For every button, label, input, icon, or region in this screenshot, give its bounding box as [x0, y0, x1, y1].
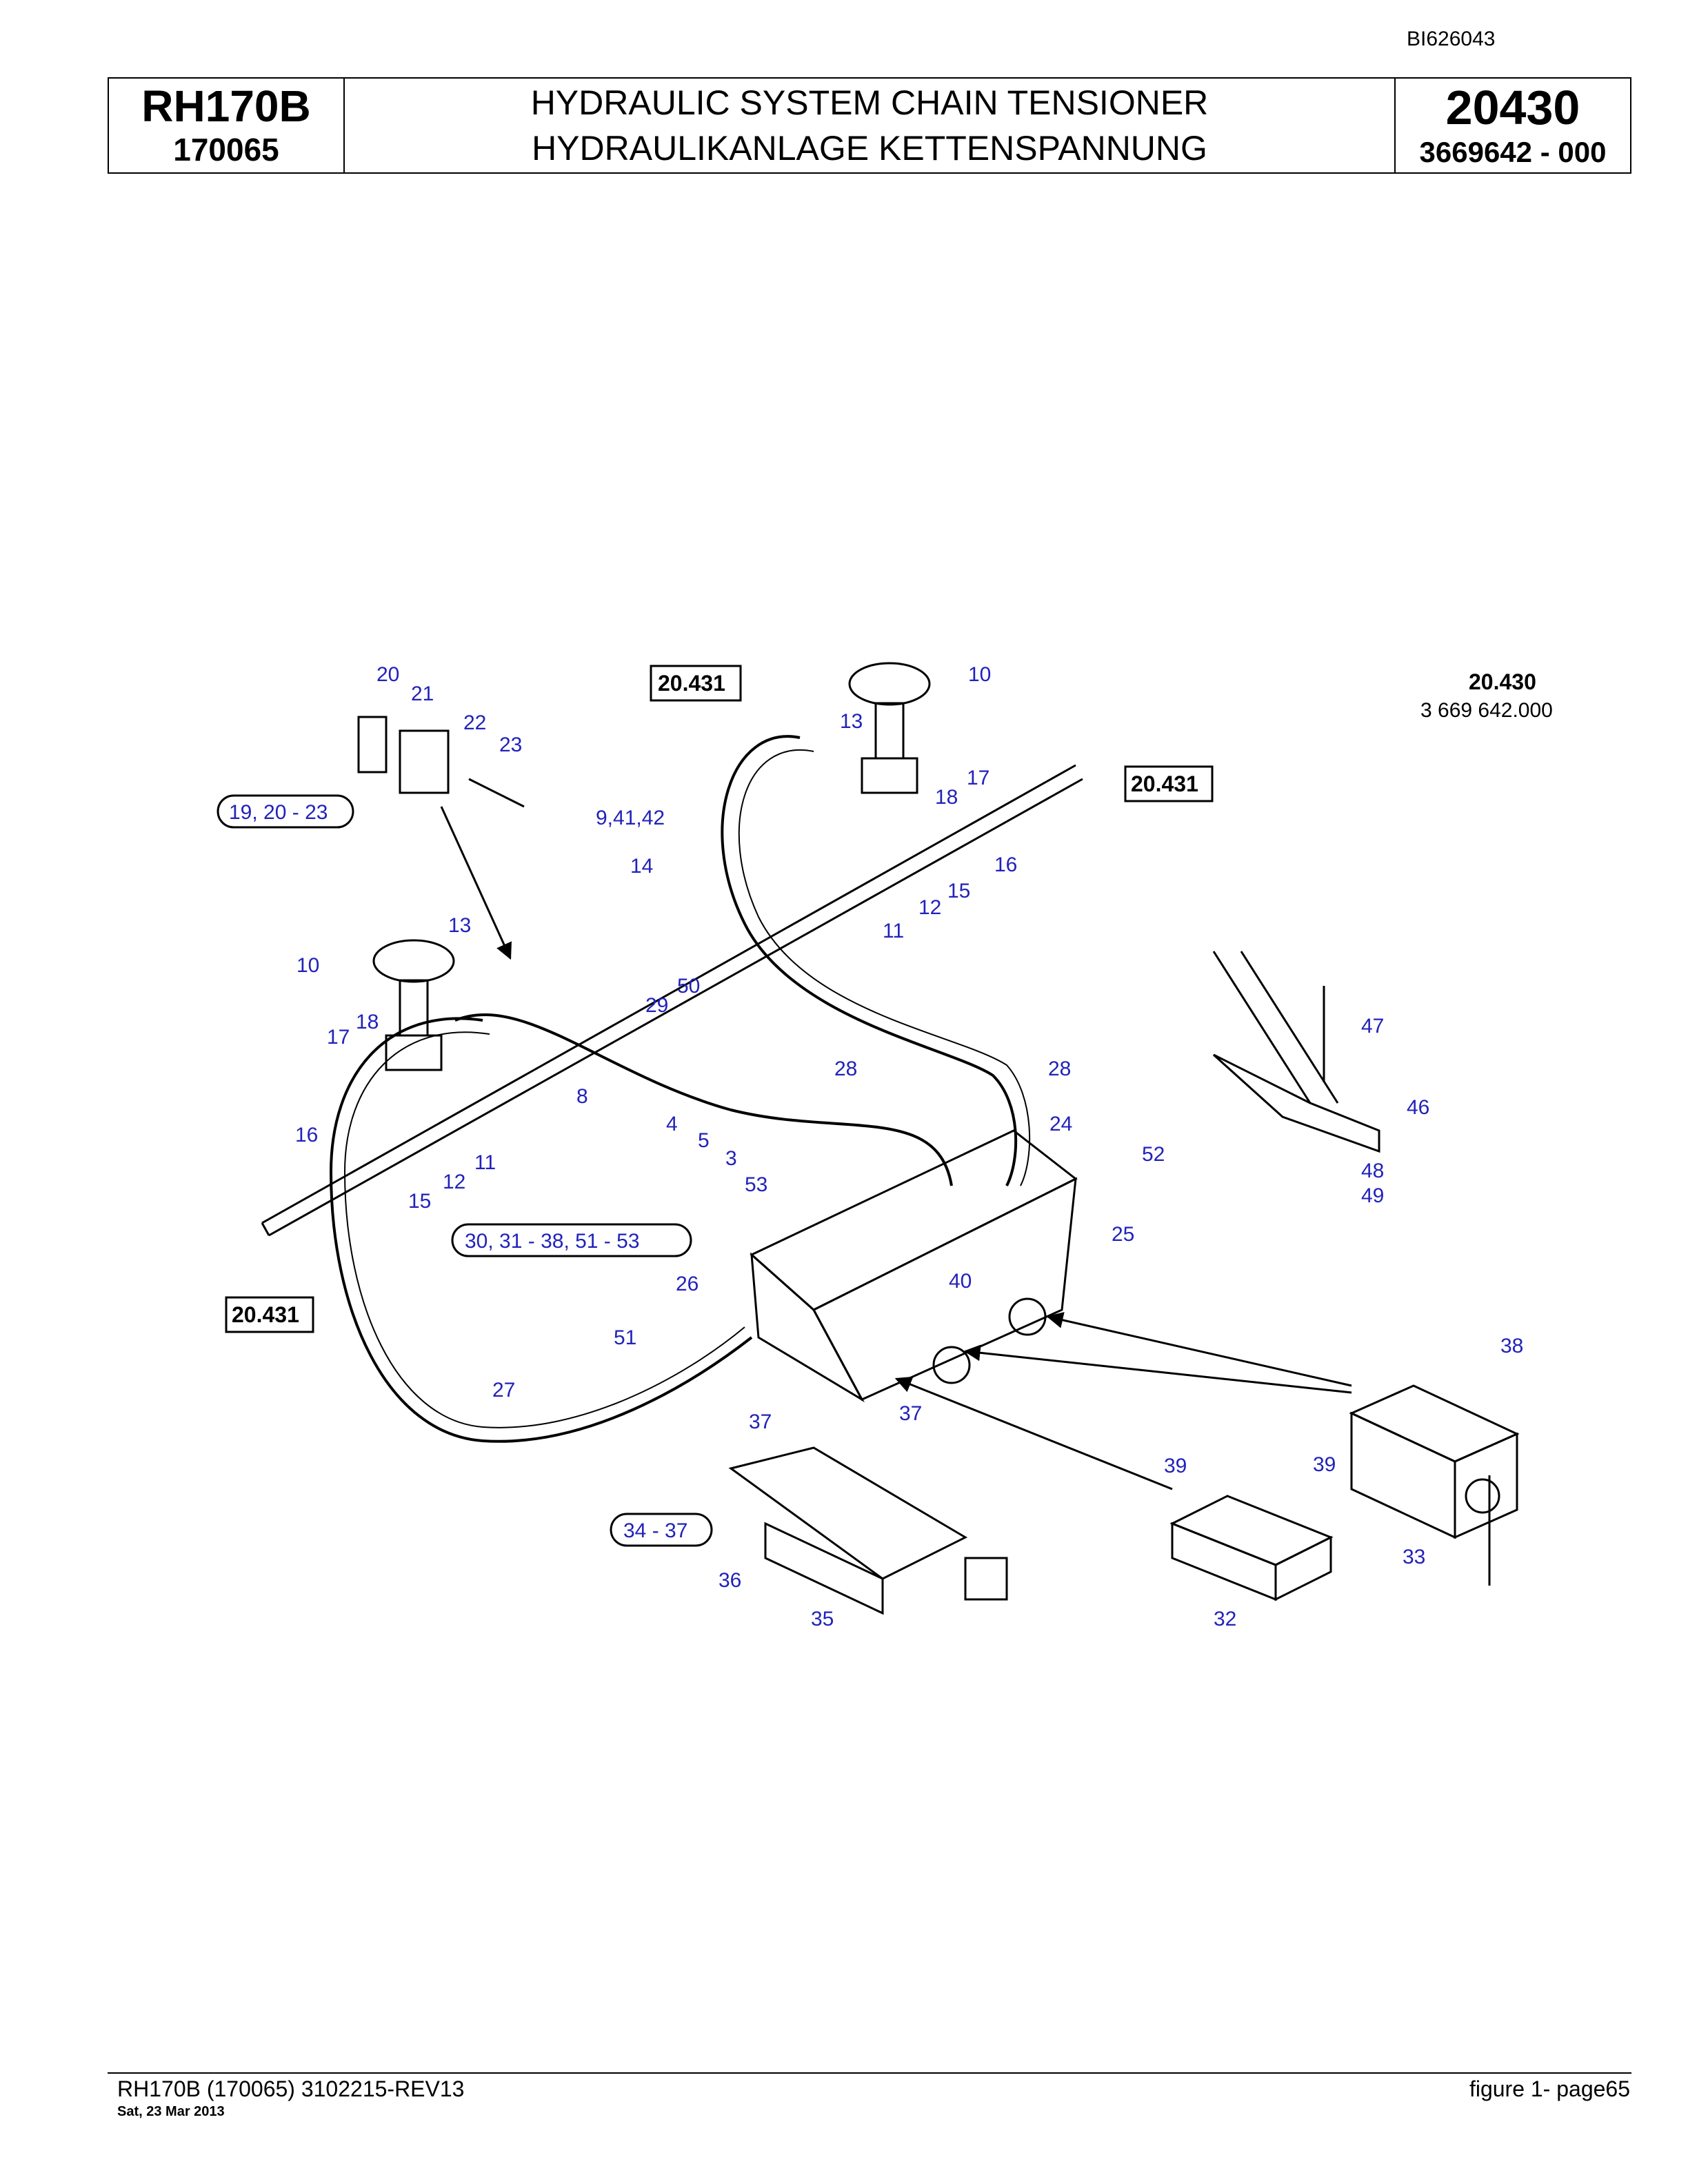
svg-text:51: 51: [614, 1326, 636, 1349]
svg-text:11: 11: [474, 1151, 496, 1174]
valve-10-left: [372, 939, 455, 1071]
svg-text:33: 33: [1403, 1546, 1425, 1568]
svg-text:50: 50: [677, 975, 700, 998]
ref-box-left[interactable]: 20.431: [225, 1296, 314, 1333]
svg-text:20.431: 20.431: [1131, 771, 1198, 796]
svg-text:49: 49: [1361, 1184, 1384, 1207]
document-id: BI626043: [1407, 28, 1496, 50]
title-english: HYDRAULIC SYSTEM CHAIN TENSIONER: [530, 83, 1209, 122]
svg-text:20.431: 20.431: [232, 1302, 299, 1327]
group-callout-30-53[interactable]: 30, 31 - 38, 51 - 53: [451, 1223, 692, 1257]
figure-number: 3 669 642.000: [1420, 699, 1553, 722]
svg-text:20: 20: [376, 663, 399, 686]
footer-doc-ref: RH170B (170065) 3102215-REV13: [117, 2076, 465, 2101]
svg-text:20.431: 20.431: [658, 671, 725, 696]
svg-text:48: 48: [1361, 1160, 1384, 1182]
svg-text:27: 27: [492, 1379, 515, 1402]
svg-text:17: 17: [967, 767, 989, 789]
svg-text:21: 21: [411, 682, 434, 705]
svg-text:29: 29: [645, 994, 668, 1017]
svg-text:30, 31 - 38, 51 - 53: 30, 31 - 38, 51 - 53: [465, 1230, 640, 1253]
title-block: RH170B 170065 HYDRAULIC SYSTEM CHAIN TEN…: [108, 77, 1631, 174]
svg-text:40: 40: [949, 1270, 972, 1293]
svg-text:12: 12: [918, 896, 941, 919]
main-rail: [261, 764, 1083, 1237]
svg-text:17: 17: [327, 1026, 350, 1049]
footer-divider: [108, 2072, 1631, 2074]
hose-4: [454, 1013, 953, 1186]
svg-text:13: 13: [840, 710, 863, 733]
svg-text:26: 26: [676, 1273, 699, 1295]
model-cell: RH170B 170065: [109, 79, 345, 172]
svg-text:8: 8: [576, 1085, 588, 1108]
frame-arm: [1212, 951, 1491, 1586]
hose-27: [329, 1017, 753, 1443]
svg-text:19, 20 - 23: 19, 20 - 23: [229, 801, 328, 824]
figure-code: 20.430: [1469, 669, 1536, 694]
svg-text:3: 3: [725, 1147, 737, 1170]
section-cell: 20430 3669642 - 000: [1396, 79, 1630, 172]
svg-text:10: 10: [297, 954, 319, 977]
leader-arrows: [440, 806, 1352, 1490]
hose-28: [721, 735, 1018, 1186]
block-33: [1349, 1384, 1520, 1539]
svg-text:35: 35: [811, 1608, 834, 1630]
svg-text:37: 37: [899, 1402, 922, 1425]
svg-text:9,41,42: 9,41,42: [596, 807, 665, 829]
plate-32: [1169, 1495, 1334, 1601]
svg-text:38: 38: [1500, 1335, 1523, 1357]
svg-text:32: 32: [1214, 1608, 1236, 1630]
group-callout-19-23[interactable]: 19, 20 - 23: [217, 794, 354, 829]
svg-text:16: 16: [994, 853, 1017, 876]
svg-text:36: 36: [719, 1569, 741, 1592]
svg-text:23: 23: [499, 734, 522, 756]
svg-text:37: 37: [749, 1410, 772, 1433]
part-number: 3669642 - 000: [1419, 136, 1607, 168]
svg-text:28: 28: [834, 1058, 857, 1080]
svg-text:4: 4: [666, 1113, 678, 1135]
footer-page: figure 1- page65: [1469, 2076, 1630, 2101]
serial-number: 170065: [173, 132, 279, 168]
svg-text:22: 22: [463, 711, 486, 734]
valve-35: [728, 1446, 1008, 1615]
svg-text:12: 12: [443, 1171, 465, 1193]
svg-text:16: 16: [295, 1124, 318, 1146]
svg-text:47: 47: [1361, 1015, 1384, 1038]
svg-text:5: 5: [698, 1129, 710, 1152]
title-german: HYDRAULIKANLAGE KETTENSPANNUNG: [532, 129, 1207, 168]
valve-10-top: [848, 662, 931, 794]
svg-text:14: 14: [630, 855, 653, 878]
svg-text:18: 18: [935, 786, 958, 809]
svg-text:46: 46: [1407, 1096, 1429, 1119]
section-code: 20430: [1445, 81, 1580, 134]
svg-text:39: 39: [1164, 1455, 1187, 1477]
title-cell: HYDRAULIC SYSTEM CHAIN TENSIONER HYDRAUL…: [345, 79, 1396, 172]
manifold-block: [750, 1129, 1078, 1403]
svg-text:15: 15: [947, 880, 970, 902]
svg-text:53: 53: [745, 1173, 767, 1196]
svg-text:11: 11: [883, 920, 904, 942]
svg-text:25: 25: [1112, 1223, 1134, 1246]
svg-text:13: 13: [448, 914, 471, 937]
callout-labels: 20 21 22 23 9,41,42 14 13 10 17 18 16 15…: [295, 663, 1523, 1630]
group-callout-34-37[interactable]: 34 - 37: [610, 1513, 713, 1547]
svg-text:34 - 37: 34 - 37: [623, 1519, 687, 1542]
ref-box-top[interactable]: 20.431: [650, 665, 742, 702]
svg-text:10: 10: [968, 663, 991, 686]
footer-date: Sat, 23 Mar 2013: [117, 2104, 225, 2119]
clamp-block: [357, 716, 525, 808]
ref-box-right[interactable]: 20.431: [1124, 765, 1214, 802]
svg-text:24: 24: [1049, 1113, 1072, 1135]
svg-text:15: 15: [408, 1190, 431, 1213]
svg-text:52: 52: [1142, 1143, 1165, 1166]
svg-text:18: 18: [356, 1011, 379, 1033]
svg-text:28: 28: [1048, 1058, 1071, 1080]
svg-text:39: 39: [1313, 1453, 1336, 1476]
model-name: RH170B: [141, 81, 311, 131]
